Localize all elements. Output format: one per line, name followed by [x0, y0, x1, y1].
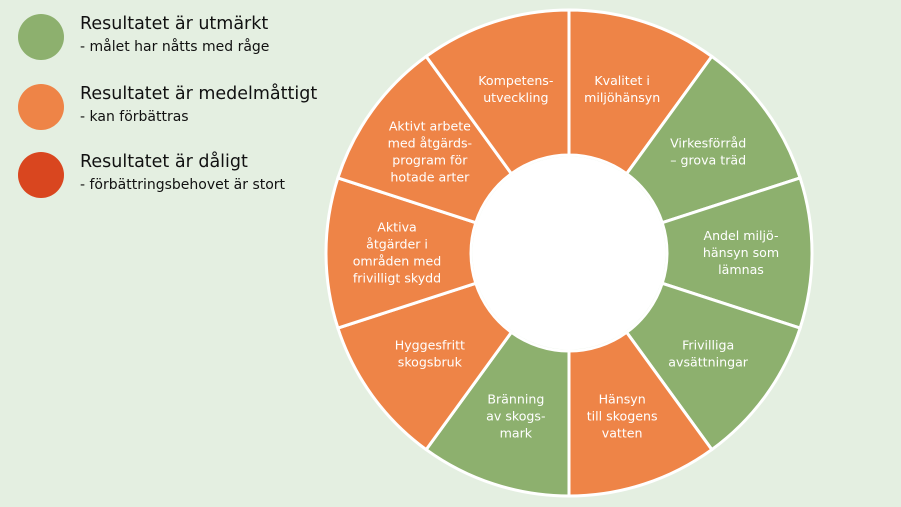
legend-subtitle-mediocre: - kan förbättras: [80, 109, 189, 125]
wheel-segment-label-line: program för: [392, 152, 468, 167]
wheel-segment-label-line: områden med: [353, 254, 442, 269]
legend-title-mediocre: Resultatet är medelmåttigt: [80, 84, 318, 104]
legend-subtitle-poor: - förbättringsbehovet är stort: [80, 177, 286, 193]
wheel-center-hole: [472, 156, 666, 350]
legend-subtitle-excellent: - målet har nåtts med råge: [80, 39, 270, 55]
wheel-segment-label-line: med åtgärds-: [388, 135, 472, 150]
wheel-segment-label-line: Kvalitet i: [594, 73, 650, 88]
wheel-segment-label-9: Aktivt arbete med åtgärds-program för hota…: [388, 118, 472, 184]
legend-swatch-poor: [18, 152, 64, 198]
wheel-segment-label-1: Kvalitet i miljöhänsyn: [584, 73, 660, 105]
wheel-segment-label-line: Bränning: [487, 392, 544, 407]
wheel-segment-label-line: Hyggesfritt: [395, 338, 465, 353]
wheel-segment-label-line: åtgärder i: [366, 237, 428, 252]
wheel-segment-label-6: Bränning av skogs-mark: [486, 392, 545, 441]
wheel-segment-label-line: lämnas: [718, 262, 764, 277]
wheel-segment-label-line: mark: [500, 426, 533, 441]
wheel-segment-label-line: Kompetens-: [478, 73, 553, 88]
wheel-segment-label-line: frivilligt skydd: [353, 271, 441, 286]
wheel-segment-label-line: Aktivt arbete: [389, 118, 471, 133]
wheel-segment-label-line: Virkesförråd: [670, 135, 746, 150]
wheel-segment-label-line: Andel miljö-: [703, 228, 778, 243]
legend-title-poor: Resultatet är dåligt: [80, 152, 248, 172]
legend-item-mediocre: Resultatet är medelmåttigt - kan förbätt…: [18, 84, 338, 144]
wheel-segment-label-3: Andel miljö-hänsyn som lämnas: [703, 228, 779, 277]
wheel-segment-label-line: – grova träd: [670, 152, 746, 167]
wheel-segment-label-line: avsättningar: [668, 355, 748, 370]
wheel-segment-label-4: Frivilliga avsättningar: [668, 338, 748, 370]
wheel-segment-label-line: av skogs-: [486, 409, 545, 424]
wheel-segment-label-line: hänsyn som: [703, 245, 779, 260]
wheel-segment-label-8: Aktiva åtgärder i områden med frivilligt sk…: [353, 220, 442, 286]
legend-title-excellent: Resultatet är utmärkt: [80, 14, 269, 34]
legend-swatch-excellent: [18, 14, 64, 60]
wheel-segment-label-line: miljöhänsyn: [584, 90, 660, 105]
wheel-segment-label-10: Kompetens-utveckling: [478, 73, 553, 105]
wheel-segment-label-line: Hänsyn: [599, 392, 646, 407]
wheel-segment-label-line: skogsbruk: [398, 355, 463, 370]
wheel-segment-label-line: till skogens: [587, 409, 658, 424]
wheel-segment-label-5: Hänsyn till skogens vatten: [587, 392, 658, 441]
wheel-segment-10: [424, 8, 571, 176]
wheel-segment-label-2: Virkesförråd – grova träd: [670, 135, 746, 167]
legend-swatch-mediocre: [18, 84, 64, 130]
wheel-segment-label-7: Hyggesfritt skogsbruk: [395, 338, 465, 370]
wheel-segment-label-line: Aktiva: [377, 220, 417, 235]
wheel-segment-label-line: hotade arter: [390, 169, 470, 184]
legend-item-excellent: Resultatet är utmärkt - målet har nåtts …: [18, 14, 338, 74]
legend-item-poor: Resultatet är dåligt - förbättringsbehov…: [18, 152, 338, 212]
wheel-segment-label-line: Frivilliga: [682, 338, 734, 353]
wheel-segment-label-line: utveckling: [483, 90, 548, 105]
wheel-segment-label-line: vatten: [602, 426, 643, 441]
